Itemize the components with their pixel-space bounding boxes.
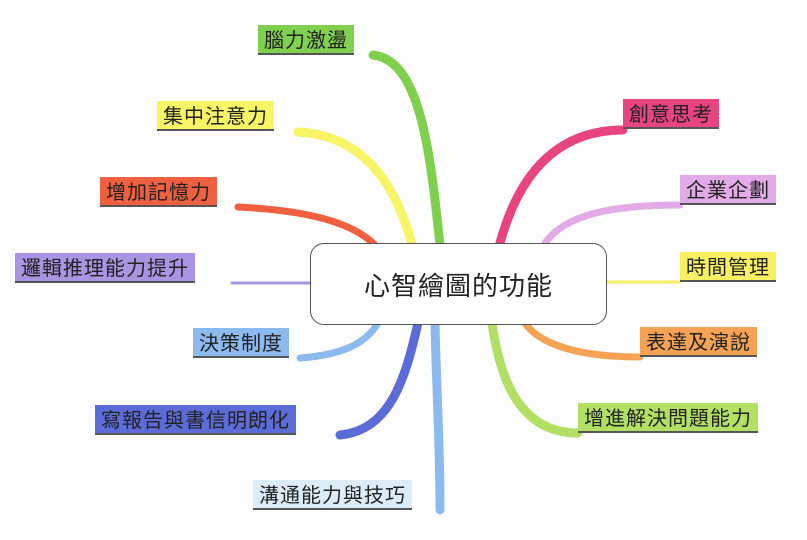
central-topic: 心智繪圖的功能 [310, 243, 607, 325]
node-presentation: 表達及演說 [640, 327, 757, 357]
node-decision: 決策制度 [193, 328, 289, 358]
branch-line-creative [495, 125, 628, 248]
node-brainstorm: 腦力激盪 [258, 25, 354, 55]
branch-line-brainstorm [368, 50, 445, 250]
node-logic: 邏輯推理能力提升 [15, 253, 195, 283]
branch-line-decision [296, 319, 382, 362]
node-memory: 增加記憶力 [100, 177, 217, 207]
branch-line-communication [430, 318, 445, 515]
branch-line-report [335, 318, 423, 440]
branch-line-planning [541, 201, 684, 247]
branch-line-memory [234, 203, 379, 249]
node-focus: 集中注意力 [157, 101, 274, 131]
node-report: 寫報告與書信明朗化 [95, 405, 296, 435]
branch-line-presentation [521, 319, 644, 361]
node-problem-solving: 增進解決問題能力 [578, 403, 758, 433]
node-planning: 企業企劃 [680, 175, 776, 205]
node-time: 時間管理 [680, 252, 776, 282]
node-communication: 溝通能力與技巧 [253, 480, 412, 510]
branch-line-problem [487, 318, 583, 438]
branch-line-focus [293, 127, 417, 250]
node-creative: 創意思考 [623, 99, 719, 129]
